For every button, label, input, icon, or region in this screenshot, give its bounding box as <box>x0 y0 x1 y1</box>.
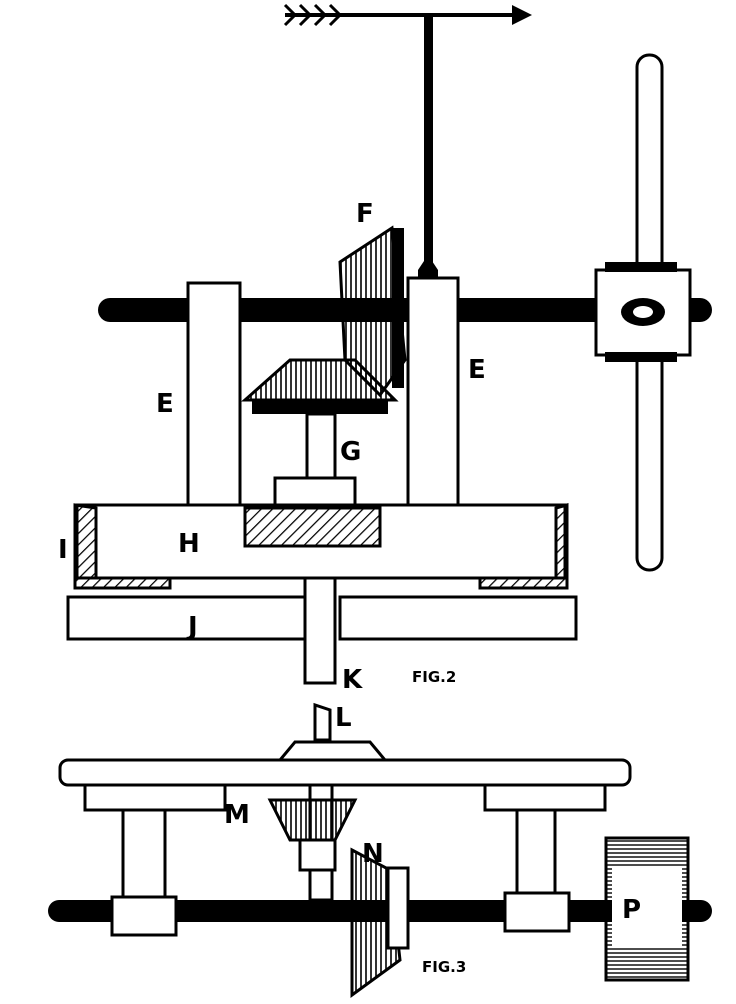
label-n: N <box>362 839 384 869</box>
label-e-right: E <box>468 355 486 385</box>
column-left <box>121 808 167 900</box>
frame-i <box>73 503 569 590</box>
table-m <box>58 758 632 787</box>
bracket-right <box>483 783 607 812</box>
label-e-left: E <box>156 389 174 419</box>
hatched-bearing <box>243 506 382 548</box>
wind-vane <box>283 3 532 295</box>
horizontal-shaft <box>98 298 712 322</box>
label-l: L <box>335 703 352 733</box>
label-i: I <box>58 535 68 565</box>
bracket-left <box>83 783 227 812</box>
pulley-p <box>604 836 690 982</box>
label-m: M <box>224 800 250 830</box>
label-g: G <box>340 437 361 467</box>
base-j-right <box>338 595 578 641</box>
collar <box>273 476 357 508</box>
label-p: P <box>622 895 641 925</box>
label-j: J <box>186 612 198 642</box>
column-right <box>515 808 557 900</box>
label-k: K <box>342 665 363 695</box>
bevel-gear-n <box>267 798 410 998</box>
figure-3-caption: FIG.3 <box>422 958 466 976</box>
figure-3: L M N P FIG.3 <box>48 702 712 998</box>
bearing-left <box>110 895 178 937</box>
base-j-left <box>66 595 307 641</box>
bearing-right <box>503 891 571 933</box>
bevel-gear-f <box>338 225 407 398</box>
label-f: F <box>356 199 374 229</box>
post-e-right <box>406 276 460 507</box>
hub-l <box>276 702 389 762</box>
side-slider <box>594 53 692 572</box>
horizontal-bevel-gear <box>241 358 399 414</box>
shaft-g <box>305 412 337 482</box>
post-e-left <box>186 281 242 507</box>
figure-2: F E E G H I J K FIG.2 <box>58 3 712 695</box>
label-h: H <box>178 529 200 559</box>
shaft-k <box>303 576 337 685</box>
figure-2-caption: FIG.2 <box>412 668 456 686</box>
